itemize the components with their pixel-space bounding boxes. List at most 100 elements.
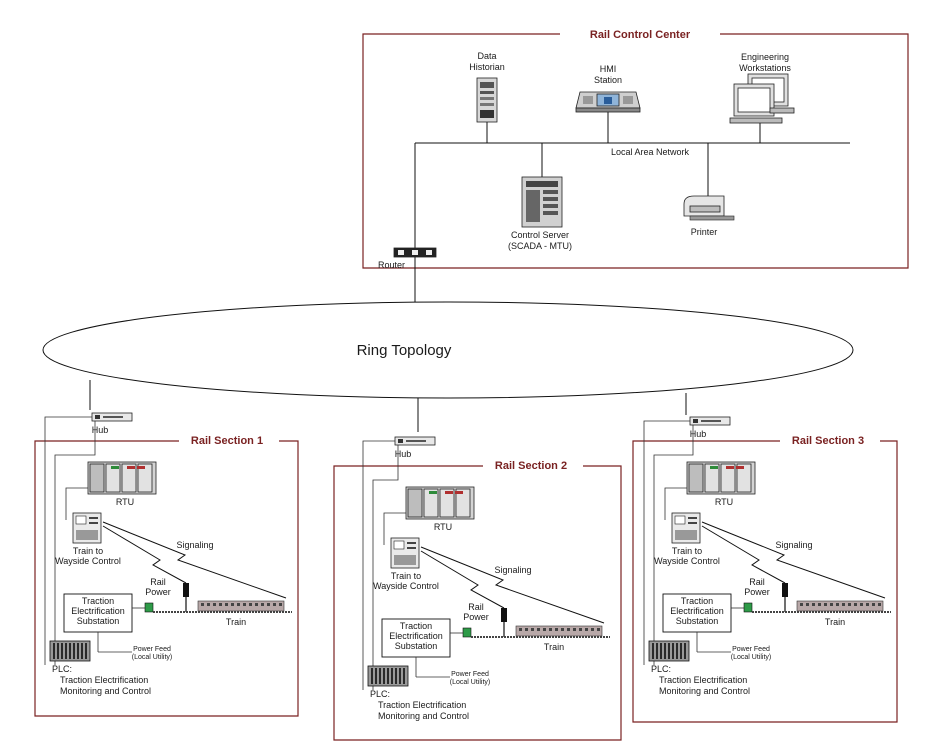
router-icon (393, 247, 437, 258)
signaling-link-1 (701, 521, 886, 599)
wayside-label-2: Wayside Control (654, 556, 720, 566)
signaling-link-2 (102, 525, 187, 584)
power-feed-label-1: Power Feed (451, 671, 489, 678)
substation-label-1: Traction (400, 621, 432, 631)
train-label: Train (825, 617, 845, 627)
substation-label-1: Traction (681, 596, 713, 606)
substation-label-3: Substation (77, 616, 120, 626)
hub-icon (689, 416, 731, 426)
hub-label: Hub (92, 425, 109, 435)
ring-ellipse (42, 301, 854, 399)
control-center-title: Rail Control Center (590, 29, 691, 41)
substation-label-2: Electrification (71, 606, 125, 616)
plc-label-3: Monitoring and Control (378, 711, 469, 721)
rail-power-label-1: Rail (150, 577, 166, 587)
section-border (333, 465, 622, 741)
engineering-label-2: Workstations (739, 63, 791, 73)
plc-label-1: PLC: (370, 689, 390, 699)
wayside-label-1: Train to (391, 571, 421, 581)
printer-icon (683, 195, 735, 221)
section-border (632, 440, 898, 723)
train-label: Train (544, 642, 564, 652)
ring-label: Ring Topology (357, 342, 452, 359)
train-icon (515, 625, 603, 637)
power-feed-label-2: (Local Utility) (132, 654, 172, 661)
power-feed-label-2: (Local Utility) (450, 679, 490, 686)
signal-light-icon (782, 583, 788, 612)
signaling-label: Signaling (494, 565, 531, 575)
rtu-label: RTU (116, 497, 134, 507)
plc-label-3: Monitoring and Control (659, 686, 750, 696)
hmi-station-icon (575, 91, 641, 113)
substation-label-2: Electrification (389, 631, 443, 641)
control-server-label-1: Control Server (511, 230, 569, 240)
hub-icon (394, 436, 436, 446)
router-label: Router (378, 260, 405, 270)
signaling-link-2 (420, 550, 505, 609)
plc-icon (648, 640, 690, 662)
rail-power-label-2: Power (145, 587, 171, 597)
control-server-label-2: (SCADA - MTU) (508, 241, 572, 251)
signal-light-icon (183, 583, 189, 612)
power-feed-label-1: Power Feed (732, 646, 770, 653)
train-icon (796, 600, 884, 612)
signaling-link-1 (102, 521, 287, 599)
signaling-label: Signaling (775, 540, 812, 550)
engineering-label-1: Engineering (741, 52, 789, 62)
substation-box (381, 618, 451, 658)
ring-topology: Ring Topology (42, 301, 854, 399)
section-title: Rail Section 3 (792, 435, 864, 447)
rtu-icon (405, 486, 475, 520)
hub-icon (91, 412, 133, 422)
plc-label-2: Traction Electrification (378, 700, 466, 710)
train-label: Train (226, 617, 246, 627)
lan-label: Local Area Network (611, 147, 690, 157)
rail-power-connector (462, 627, 472, 638)
section-title: Rail Section 1 (191, 435, 263, 447)
power-feed-label-1: Power Feed (133, 646, 171, 653)
wayside-control-icon (72, 512, 102, 544)
plc-icon (49, 640, 91, 662)
wayside-label-2: Wayside Control (373, 581, 439, 591)
wayside-control-icon (671, 512, 701, 544)
substation-label-3: Substation (395, 641, 438, 651)
substation-label-1: Traction (82, 596, 114, 606)
wayside-label-2: Wayside Control (55, 556, 121, 566)
hub-label: Hub (690, 429, 707, 439)
control-server-icon (521, 176, 563, 228)
substation-label-3: Substation (676, 616, 719, 626)
printer-label: Printer (691, 227, 718, 237)
plc-label-1: PLC: (651, 664, 671, 674)
wayside-control-icon (390, 537, 420, 569)
rail-power-connector (144, 602, 154, 613)
substation-label-2: Electrification (670, 606, 724, 616)
signaling-link-1 (420, 546, 605, 624)
train-icon (197, 600, 285, 612)
rtu-label: RTU (434, 522, 452, 532)
section-border (34, 440, 299, 717)
substation-box (63, 593, 133, 633)
data-historian-icon (476, 77, 498, 123)
plc-label-1: PLC: (52, 664, 72, 674)
rail-power-label-2: Power (463, 612, 489, 622)
wayside-label-1: Train to (672, 546, 702, 556)
section-title: Rail Section 2 (495, 460, 567, 472)
wayside-label-1: Train to (73, 546, 103, 556)
rail-power-label-1: Rail (468, 602, 484, 612)
plc-label-2: Traction Electrification (659, 675, 747, 685)
signaling-link-2 (701, 525, 786, 584)
rail-power-label-1: Rail (749, 577, 765, 587)
plc-label-2: Traction Electrification (60, 675, 148, 685)
rtu-icon (87, 461, 157, 495)
rtu-icon (686, 461, 756, 495)
rail-power-connector (743, 602, 753, 613)
plc-label-3: Monitoring and Control (60, 686, 151, 696)
power-feed-label-2: (Local Utility) (731, 654, 771, 661)
data-historian-label-2: Historian (469, 62, 505, 72)
hub-label: Hub (395, 449, 412, 459)
